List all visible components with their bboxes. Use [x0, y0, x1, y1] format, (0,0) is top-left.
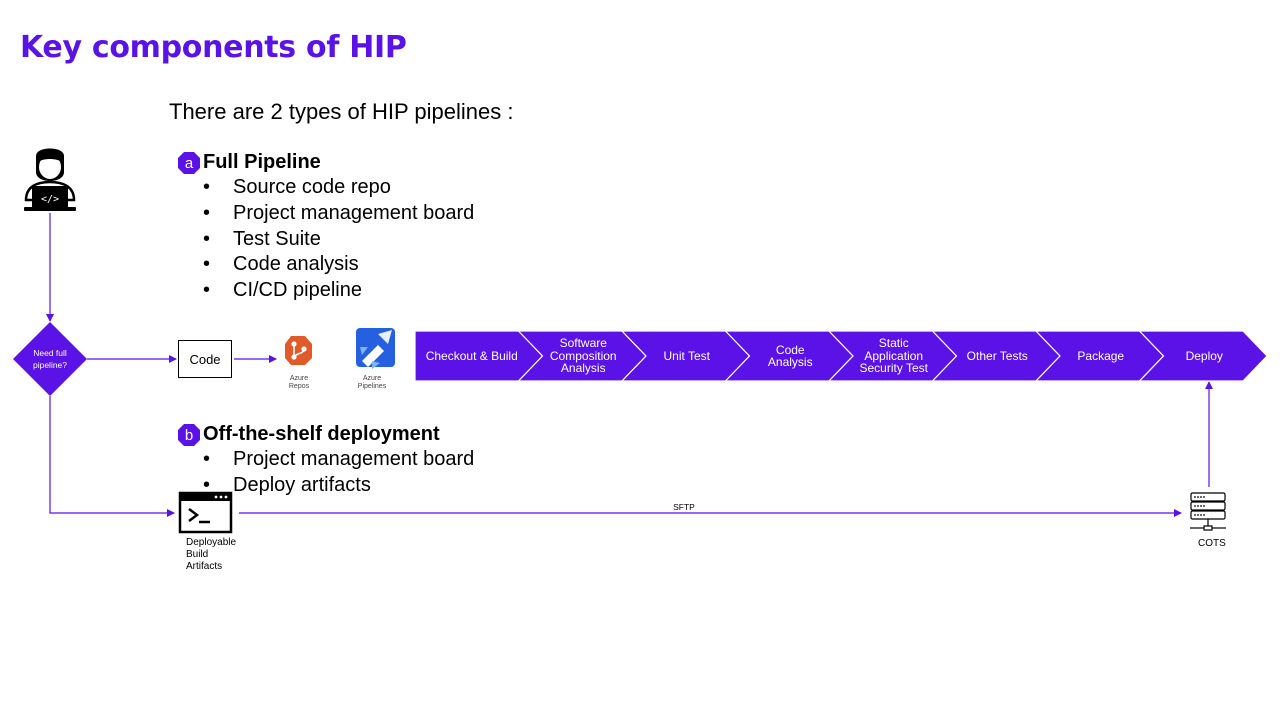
svg-text:b: b — [185, 427, 193, 444]
stage-label: Package — [1077, 348, 1125, 363]
list-item: Deploy artifacts — [200, 473, 474, 499]
list-item: Project management board — [200, 447, 474, 473]
terminal-icon — [178, 491, 233, 534]
code-box: Code — [178, 340, 232, 378]
pipeline-stages — [414, 330, 1268, 382]
svg-text:a: a — [185, 155, 194, 172]
svg-text:</>: </> — [41, 194, 59, 205]
stage-label: Unit Test — [663, 348, 710, 363]
badge-a-icon: a — [178, 151, 200, 174]
section-off-the-shelf-label: Off-the-shelf deployment — [203, 423, 440, 445]
decision-label-line1: Need full — [33, 348, 67, 358]
server-icon — [1190, 492, 1226, 531]
decision-label-line2: pipeline? — [33, 360, 67, 370]
badge-b-icon: b — [178, 423, 200, 446]
developer-laptop-icon: </> — [24, 148, 76, 211]
section-off-the-shelf: b Off-the-shelf deployment — [178, 423, 440, 446]
stage-label: Deploy — [1185, 348, 1223, 363]
full-pipeline-list: Source code repo Project management boar… — [200, 175, 474, 304]
decision-diamond — [13, 322, 87, 396]
stage-label: Checkout & Build — [425, 348, 518, 363]
section-full-pipeline: a Full Pipeline — [178, 151, 321, 174]
section-full-pipeline-label: Full Pipeline — [203, 151, 321, 173]
list-item: Test Suite — [200, 227, 474, 253]
cots-caption: COTS — [1198, 538, 1226, 549]
azure-repos-icon — [285, 336, 312, 365]
azure-pipelines-icon — [356, 328, 395, 369]
list-item: Project management board — [200, 201, 474, 227]
connector-line — [49, 396, 175, 517]
list-item: CI/CD pipeline — [200, 278, 474, 304]
list-item: Code analysis — [200, 252, 474, 278]
sftp-label: SFTP — [673, 502, 695, 512]
list-item: Source code repo — [200, 175, 474, 201]
off-the-shelf-list: Project management board Deploy artifact… — [200, 447, 474, 499]
page-title: Key components of HIP — [20, 30, 407, 65]
stage-chevron — [1138, 330, 1268, 382]
intro-text: There are 2 types of HIP pipelines : — [169, 99, 514, 124]
stage-label: Other Tests — [966, 348, 1028, 363]
